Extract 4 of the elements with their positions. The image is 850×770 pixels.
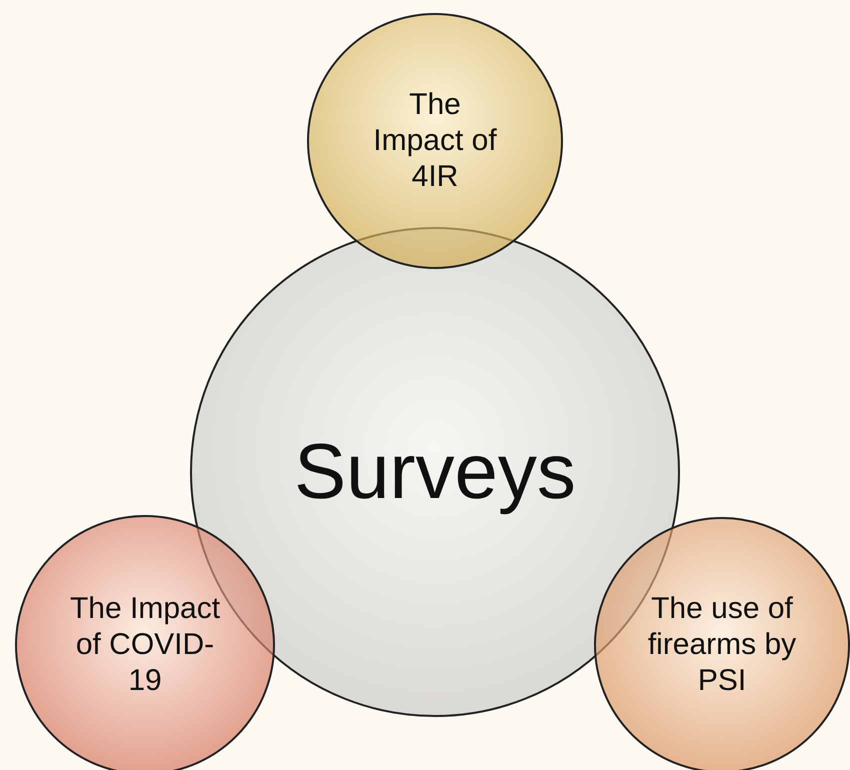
bubble-label: The Impact of COVID-19	[68, 591, 222, 699]
bubble-label: Surveys	[294, 426, 576, 518]
bubble-label: The use of firearms by PSI	[646, 591, 798, 699]
bubble-label: The Impact of 4IR	[372, 87, 498, 195]
